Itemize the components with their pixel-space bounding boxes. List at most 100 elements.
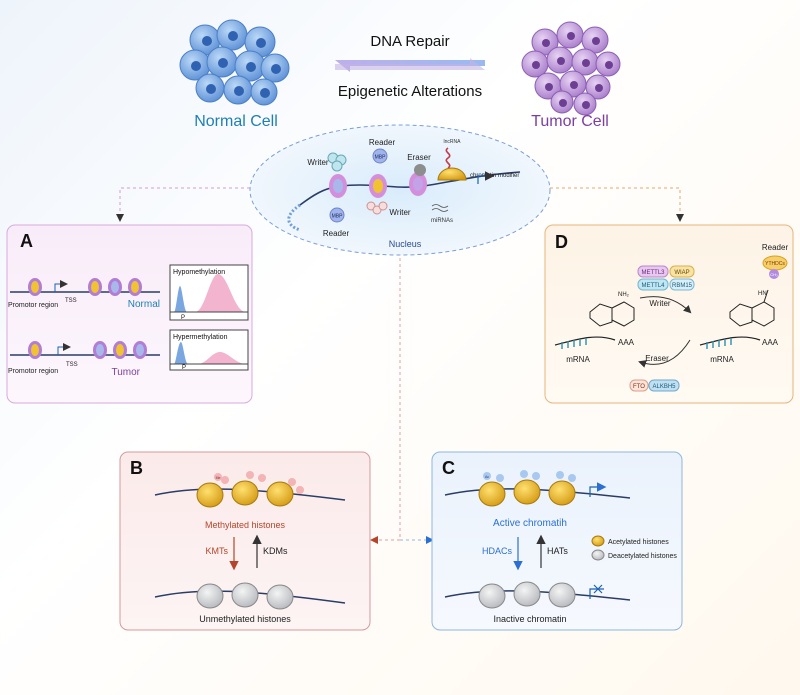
hypo-p-label: P [181, 315, 185, 321]
kdms-label: KDMs [263, 546, 288, 556]
panel-c-letter: C [442, 458, 455, 478]
panel-c-deacetylated-nucleosomes [478, 581, 576, 609]
nucleus-ellipse [249, 124, 551, 256]
nh2-label: NH₂ [618, 292, 630, 298]
nucleus-label: Nucleus [389, 239, 422, 249]
hypo-peak-p [174, 286, 187, 312]
hyper-label: Hypermethylation [173, 334, 228, 341]
nucleus-writer-bottom-label: Writer [389, 208, 411, 217]
adenosine-right-icon [729, 289, 775, 327]
active-tss-arrow [589, 482, 607, 497]
mrna-right-ticks [706, 338, 732, 349]
panel-b-dna-top [154, 488, 346, 501]
dna-strand [299, 171, 521, 206]
panel-d-reader-label: Reader [762, 243, 789, 252]
panel-b-methylated-nucleosomes [196, 471, 304, 508]
mrna-right-label: mRNA [710, 355, 734, 364]
hyper-peak-p [174, 342, 188, 364]
legend-acetylated-icon [591, 535, 605, 547]
nucleosome-icon [329, 172, 427, 198]
me-tag: Me [216, 476, 221, 480]
promoter-label-2: Promotor region [8, 368, 58, 375]
alkbh5-label: ALKBH5 [652, 384, 676, 390]
tumor-cell-cluster [521, 21, 621, 116]
normal-cell-label: Normal Cell [194, 113, 278, 130]
writer-complex-d [637, 265, 695, 291]
mrna-right-strand [699, 336, 761, 346]
legend-acetylated-label: Acetylated histones [608, 539, 669, 546]
hypo-label: Hypomethylation [173, 269, 225, 276]
legend-deacetylated-icon [591, 549, 605, 561]
panel-d-eraser-label: Eraser [645, 354, 669, 363]
active-chromatin-label: Active chromatih [493, 518, 567, 529]
chromatin-modifier-icon [437, 167, 467, 181]
kmts-label: KMTs [206, 546, 229, 556]
adenosine-left-icon [589, 301, 635, 327]
wiap-label: WIAP [674, 270, 689, 276]
ch3-label: CH₃ [770, 272, 778, 277]
panel-b-unmethylated-nucleosomes [196, 582, 294, 610]
panel-c-acetylated-nucleosomes [478, 470, 576, 507]
tss-label-1: TSS [65, 298, 77, 304]
inactive-chromatin-label: Inactive chromatin [493, 614, 566, 624]
epigenetic-alterations-label: Epigenetic Alterations [338, 83, 482, 100]
panel-a-dna-tumor [10, 341, 160, 359]
mettl3-label: METTL3 [641, 270, 665, 276]
nucleus-reader-bottom-label: Reader [323, 229, 350, 238]
ythdc-label: YTHDCs [765, 261, 785, 267]
panel-d-writer-label: Writer [649, 299, 671, 308]
panel-b-letter: B [130, 458, 143, 478]
normal-cell-cluster [179, 19, 290, 106]
inactive-tss-arrow [589, 588, 604, 599]
writer-complex-icon [327, 152, 347, 172]
lncrna-icon [445, 147, 451, 169]
mrna-left-strand [554, 336, 616, 346]
hdacs-label: HDACs [482, 546, 513, 556]
nucleus-reader-label: Reader [369, 138, 396, 147]
hats-label: HATs [547, 546, 568, 556]
fto-label: FTO [633, 384, 645, 390]
tss-arrow-icon [477, 171, 495, 184]
nucleus-eraser-label: Eraser [407, 153, 431, 162]
panel-b-dna-bottom [154, 590, 346, 604]
panel-a-dna-normal [10, 278, 160, 296]
eraser-icon [414, 164, 426, 176]
connector-lines [116, 187, 684, 544]
bidirectional-arrows [335, 58, 485, 72]
mettl4-label: METTL4 [641, 283, 665, 289]
normal-label: Normal [128, 299, 160, 310]
mbp-bottom-icon [329, 207, 345, 223]
mbp-top-label: MBP [375, 155, 387, 161]
nucleus-writer-label: Writer [307, 158, 329, 167]
unmethylated-histones-label: Unmethylated histones [199, 614, 291, 624]
lncrna-label: lncRNA [444, 139, 462, 145]
methyl-group-icon [366, 201, 388, 215]
hyper-peak-main [198, 352, 246, 364]
panel-d-letter: D [555, 232, 568, 252]
aaa-left-label: AAA [618, 338, 635, 347]
promoter-label-1: Promotor region [8, 302, 58, 309]
tumor-label: Tumor [111, 367, 140, 378]
writer-arrow [639, 296, 692, 314]
mrna-left-ticks [561, 338, 587, 349]
hypo-peak-main [195, 274, 246, 312]
tss-label-2: TSS [66, 362, 78, 368]
dna-repair-label: DNA Repair [370, 33, 449, 50]
aaa-right-label: AAA [762, 338, 779, 347]
panel-d [544, 224, 794, 404]
panel-b [119, 451, 371, 631]
eraser-complex-d [629, 379, 680, 392]
ch3-icon [769, 269, 779, 279]
chromatin-modifier-label: chromatin modifier [470, 173, 519, 179]
ac-tag: Ac [485, 475, 489, 479]
dna-coil [287, 203, 301, 232]
legend-deacetylated-label: Deacetylated histones [608, 553, 677, 560]
mbp-bottom-label: MBP [332, 214, 344, 220]
blocked-x-icon [593, 584, 603, 594]
hn-label: HN [758, 291, 767, 297]
eraser-arrow [638, 339, 691, 368]
tumor-cell-label: Tumor Cell [531, 113, 609, 130]
panel-a-letter: A [20, 231, 33, 251]
methylated-histones-label: Methylated histones [205, 520, 286, 530]
